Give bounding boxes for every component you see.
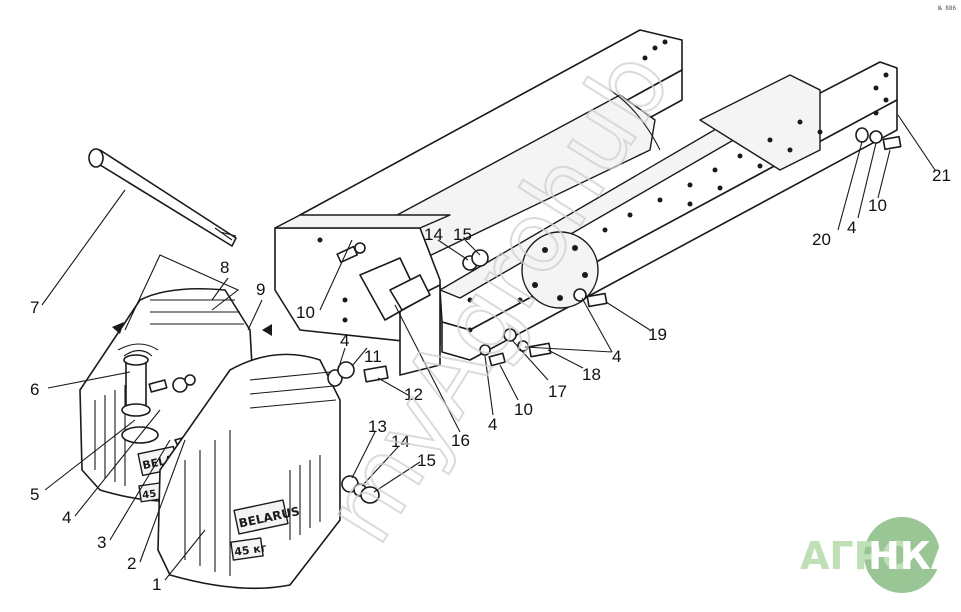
callout-3: 3 [97, 533, 106, 552]
callout-2: 2 [127, 554, 136, 573]
callout-6: 6 [30, 380, 39, 399]
callout-4a: 4 [62, 508, 71, 527]
callout-10c: 10 [868, 196, 887, 215]
callout-4e: 4 [847, 218, 856, 237]
callout-numbers: 7 8 9 6 5 4 3 2 1 10 4 11 12 13 14 15 16… [30, 166, 951, 594]
callout-9: 9 [256, 280, 265, 299]
callout-14b: 14 [424, 225, 443, 244]
front-weight-mass: 45 кг [233, 541, 267, 558]
callout-1: 1 [152, 575, 161, 594]
callout-4d: 4 [612, 347, 621, 366]
callout-10b: 10 [514, 400, 533, 419]
callout-13: 13 [368, 417, 387, 436]
callout-19: 19 [648, 325, 667, 344]
leader-lines [41, 114, 936, 581]
callout-16: 16 [451, 431, 470, 450]
callout-7: 7 [30, 298, 39, 317]
hardware-bolts-washers [327, 127, 902, 504]
logo-text-right: НКА [868, 534, 961, 578]
weight-stack-front: BELARUS 45 кг [157, 353, 341, 590]
callout-21: 21 [932, 166, 951, 185]
callout-17: 17 [548, 382, 567, 401]
callout-15b: 15 [453, 225, 472, 244]
logo-text-left: АГРО [800, 534, 914, 578]
callout-10a: 10 [296, 303, 315, 322]
callout-4c: 4 [488, 415, 497, 434]
callout-15a: 15 [417, 451, 436, 470]
callout-5: 5 [30, 485, 39, 504]
callout-11: 11 [364, 347, 382, 366]
agronka-logo: АГРО НКА [800, 517, 961, 593]
callout-20: 20 [812, 230, 831, 249]
corner-mark: № 886 [938, 5, 956, 12]
callout-18: 18 [582, 365, 601, 384]
rail-bolt-holes [317, 39, 889, 333]
callout-4b: 4 [340, 331, 349, 350]
assembly-guides [112, 254, 272, 336]
callout-8: 8 [220, 258, 229, 277]
callout-12: 12 [404, 385, 423, 404]
callout-14a: 14 [391, 432, 410, 451]
long-bolt [88, 148, 237, 247]
tow-pin [117, 343, 159, 444]
